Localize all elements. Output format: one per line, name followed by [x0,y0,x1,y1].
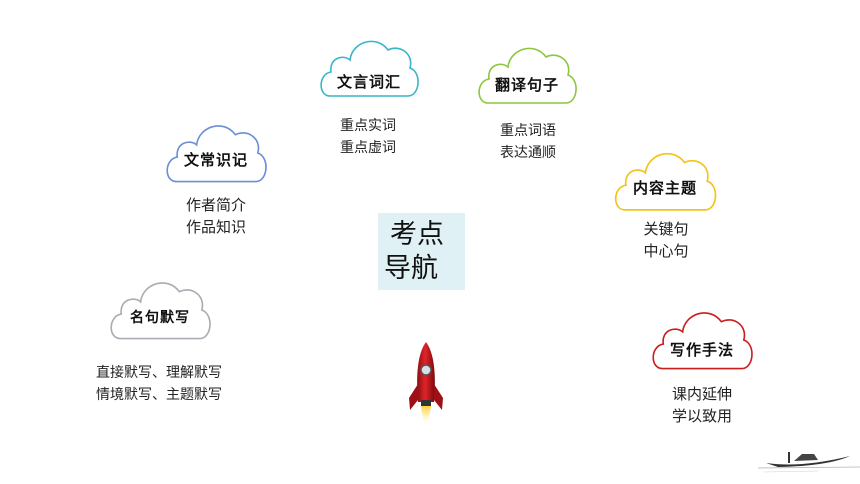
topic-cloud-fanyi: 翻译句子 [474,39,580,107]
topic-desc-xiezuo: 课内延伸 学以致用 [671,385,732,425]
center-title-line2: 导航 [384,253,438,284]
boat-icon [758,452,860,473]
topic-title-mingju: 名句默写 [130,310,190,326]
center-title-line1: 考点 [390,219,444,250]
topic-cloud-wenchang: 文常识记 [162,116,270,186]
cloud-outline-icon [652,312,753,370]
cloud-outline-icon [166,125,267,183]
cloud-outline-icon [614,152,717,211]
cloud-outline-icon [110,282,211,340]
topic-title-xiezuo: 写作手法 [669,341,734,359]
topic-cloud-neirong: 内容主题 [610,144,720,214]
topic-title-wenyan: 文言词汇 [336,73,401,91]
topic-title-wenchang: 文常识记 [183,151,248,169]
center-title-box: 考点 导航 [378,213,465,290]
rocket-icon [409,342,443,425]
topic-title-neirong: 内容主题 [632,179,697,197]
topic-desc-mingju: 直接默写、理解默写 情境默写、主题默写 [96,365,222,403]
topic-cloud-xiezuo: 写作手法 [648,303,756,373]
topic-title-fanyi: 翻译句子 [494,76,559,94]
topic-cloud-mingju: 名句默写 [106,273,214,343]
topic-desc-neirong: 关键句 中心句 [643,220,689,260]
cloud-outline-icon [478,47,577,104]
topic-desc-wenchang: 作者简介 作品知识 [185,196,246,236]
cloud-outline-icon [320,40,419,97]
topic-desc-fanyi: 重点词语 表达通顺 [500,123,556,161]
topic-desc-wenyan: 重点实词 重点虚词 [340,118,396,156]
topic-cloud-wenyan: 文言词汇 [316,32,422,100]
